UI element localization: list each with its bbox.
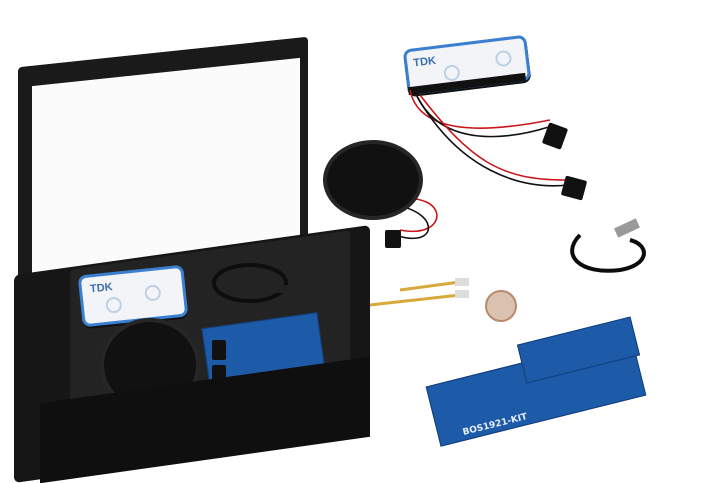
round-haptic-puck-loose bbox=[323, 140, 423, 220]
touch-button-icon bbox=[105, 296, 123, 314]
piezo-actuators bbox=[369, 278, 469, 307]
tdk-logo: TDK bbox=[412, 54, 437, 70]
usb-cable-boxed bbox=[212, 263, 298, 303]
puck-connector bbox=[385, 230, 401, 248]
touch-button-icon bbox=[143, 284, 162, 302]
touch-button-icon bbox=[494, 49, 513, 68]
board-connector bbox=[212, 340, 226, 360]
touch-sensor-pad-boxed: TDK bbox=[77, 264, 189, 328]
tdk-logo: TDK bbox=[89, 281, 114, 296]
piezo-disc bbox=[485, 290, 517, 322]
usb-cable-loose bbox=[570, 218, 646, 273]
